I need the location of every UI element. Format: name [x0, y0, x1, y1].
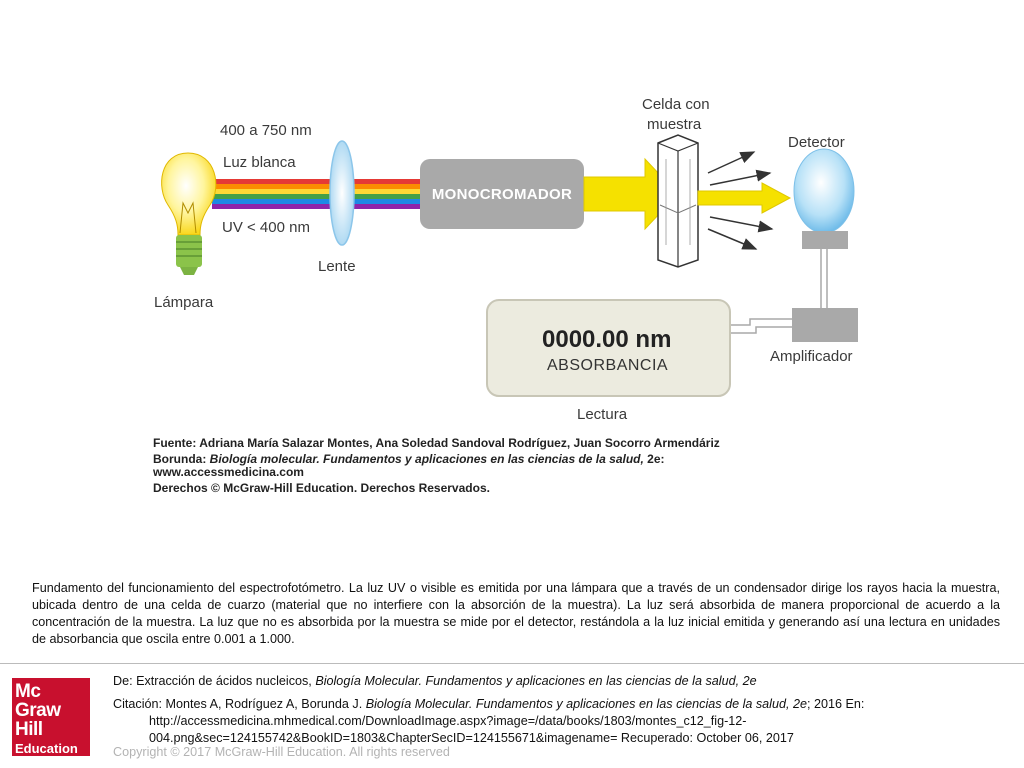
lens-label: Lente [318, 258, 356, 275]
uv-label: UV < 400 nm [222, 219, 310, 236]
source-line-2: Borunda: Biología molecular. Fundamentos… [153, 452, 665, 466]
beam-stripe [212, 184, 420, 189]
source-line-1: Fuente: Adriana María Salazar Montes, An… [153, 436, 720, 450]
monochromator-box [420, 159, 584, 229]
figure-caption: Fundamento del funcionamiento del espect… [32, 581, 1000, 646]
source-line-4: Derechos © McGraw-Hill Education. Derech… [153, 481, 490, 495]
cell-label-line1: Celda con [642, 96, 710, 113]
range-label: 400 a 750 nm [220, 122, 312, 139]
detector-icon [793, 148, 855, 234]
cell-label-line2: muestra [647, 116, 702, 133]
amplifier-box [792, 308, 858, 342]
detector-base [802, 231, 848, 249]
sample-cell-icon [657, 134, 699, 268]
from-line: De: Extracción de ácidos nucleicos, Biol… [113, 674, 757, 688]
reading-value: 0000.00 nm [542, 326, 671, 353]
footer-divider [0, 663, 1024, 664]
beam-stripe [212, 189, 420, 194]
monochromator-label: MONOCROMADOR [432, 186, 572, 203]
amplifier-label: Amplificador [770, 348, 853, 365]
mcgraw-hill-logo: Mc Graw Hill Education [12, 678, 90, 756]
citation-line: Citación: Montes A, Rodríguez A, Borunda… [113, 697, 865, 745]
white-light-label: Luz blanca [223, 154, 296, 171]
beam-stripe [212, 199, 420, 204]
reading-panel [486, 299, 731, 397]
beam-stripe [212, 194, 420, 199]
transmitted-beam-arrow [697, 182, 792, 214]
lens-icon [329, 140, 355, 246]
detector-amplifier-connector [820, 249, 828, 308]
beam-stripe [212, 179, 420, 184]
copyright-notice: Copyright © 2017 McGraw-Hill Education. … [113, 745, 450, 759]
detector-label: Detector [788, 134, 845, 151]
source-line-3: www.accessmedicina.com [152, 465, 304, 479]
light-beam [212, 179, 420, 209]
spectrophotometer-diagram: Lámpara 400 a 750 nm Luz blanca UV < 400… [150, 95, 870, 495]
beam-stripe [212, 204, 420, 209]
footer-citation: De: Extracción de ácidos nucleicos, Biol… [113, 673, 1003, 747]
reading-unit: ABSORBANCIA [547, 357, 668, 374]
lamp-icon [161, 152, 217, 275]
scattered-rays [707, 151, 774, 250]
reading-label: Lectura [577, 406, 628, 423]
amplifier-reading-connector [730, 318, 792, 334]
lamp-label: Lámpara [154, 294, 214, 311]
